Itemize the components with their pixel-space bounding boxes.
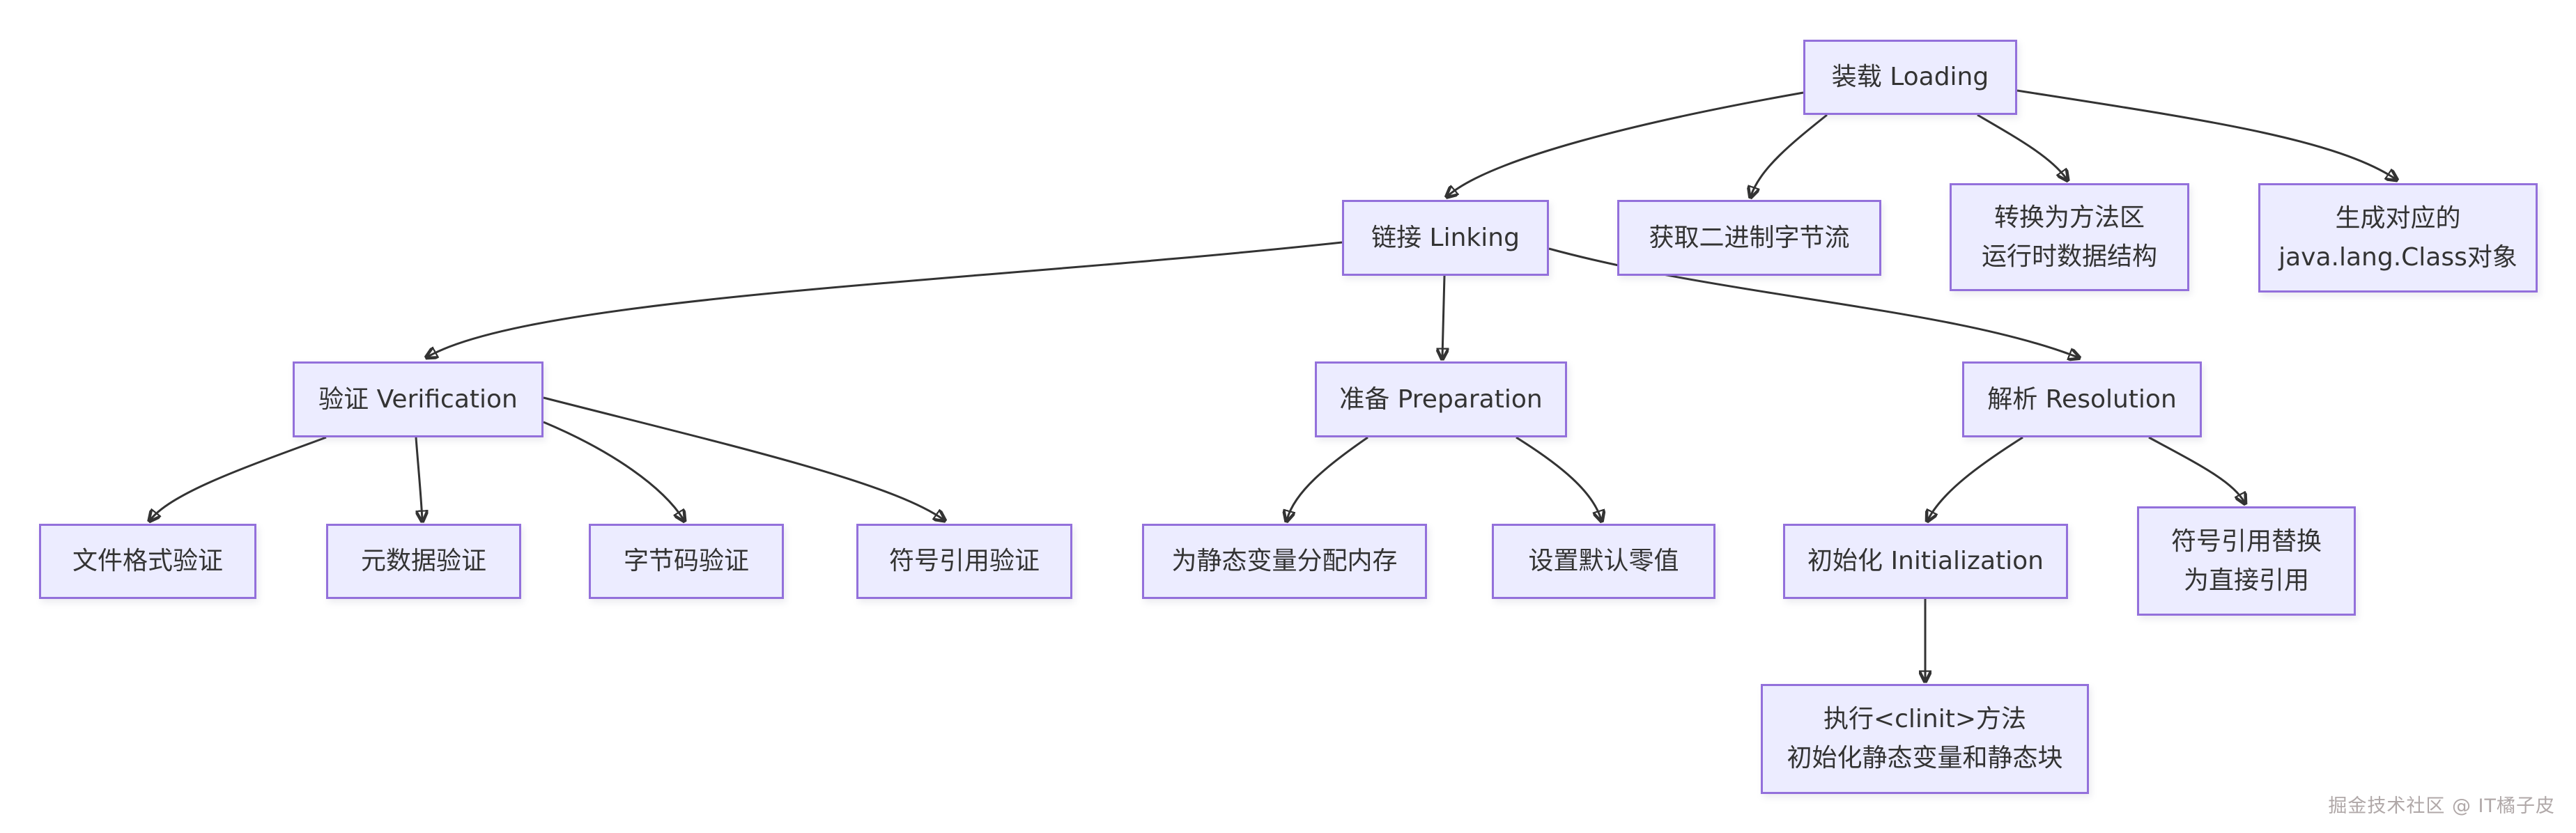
node-bytecode: 字节码验证: [589, 524, 784, 599]
node-label: 符号引用替换: [2170, 527, 2322, 556]
node-label: 准备 Preparation: [1339, 384, 1543, 414]
node-label: 验证 Verification: [318, 384, 518, 414]
edge-verification-bytecode: [543, 421, 684, 520]
node-clinit: 执行<clinit>方法 初始化静态变量和静态块: [1761, 684, 2089, 794]
node-gen-class: 生成对应的 java.lang.Class对象: [2258, 183, 2538, 293]
edge-verification-symbol-ref: [543, 396, 943, 520]
node-initialization: 初始化 Initialization: [1783, 524, 2068, 599]
edge-verification-metadata: [415, 437, 422, 520]
edge-linking-preparation: [1442, 275, 1444, 357]
node-label: java.lang.Class对象: [2278, 242, 2517, 272]
edge-resolution-symbol-replace: [2148, 436, 2244, 502]
node-label: 文件格式验证: [72, 547, 223, 576]
node-label: 获取二进制字节流: [1649, 223, 1850, 252]
node-preparation: 准备 Preparation: [1315, 361, 1567, 437]
node-label: 为静态变量分配内存: [1171, 547, 1398, 576]
node-label: 设置默认零值: [1528, 547, 1679, 576]
node-verification: 验证 Verification: [293, 361, 543, 437]
node-convert: 转换为方法区 运行时数据结构: [1950, 183, 2189, 291]
edge-preparation-default-zero: [1515, 436, 1601, 520]
edge-preparation-alloc-mem: [1287, 436, 1368, 520]
node-file-format: 文件格式验证: [39, 524, 256, 599]
node-label: 链接 Linking: [1371, 223, 1520, 252]
node-label: 初始化 Initialization: [1807, 547, 2044, 576]
node-label: 元数据验证: [360, 547, 486, 576]
node-resolution: 解析 Resolution: [1962, 361, 2202, 437]
node-label: 生成对应的: [2335, 203, 2461, 233]
edge-linking-verification: [428, 241, 1343, 357]
node-get-binary: 获取二进制字节流: [1617, 200, 1881, 276]
edge-loading-get-binary: [1751, 114, 1828, 196]
node-label: 转换为方法区: [1993, 203, 2145, 232]
edge-loading-convert: [1977, 114, 2067, 179]
node-label: 执行<clinit>方法: [1823, 705, 2027, 734]
node-label: 初始化静态变量和静态块: [1787, 744, 2063, 772]
node-label: 符号引用验证: [888, 547, 1040, 576]
edge-resolution-initialization: [1928, 436, 2023, 520]
node-label: 字节码验证: [623, 547, 749, 576]
edge-loading-gen-class: [2016, 89, 2396, 179]
node-loading: 装载 Loading: [1803, 40, 2017, 115]
edge-verification-file-format: [151, 436, 327, 520]
node-alloc-mem: 为静态变量分配内存: [1142, 524, 1427, 599]
node-linking: 链接 Linking: [1342, 200, 1549, 276]
edge-loading-linking: [1448, 91, 1804, 196]
node-label: 解析 Resolution: [1987, 384, 2177, 414]
node-label: 运行时数据结构: [1981, 242, 2157, 271]
node-symbol-ref: 符号引用验证: [856, 524, 1072, 599]
node-metadata: 元数据验证: [326, 524, 521, 599]
node-label: 为直接引用: [2183, 566, 2309, 595]
node-symbol-replace: 符号引用替换 为直接引用: [2137, 506, 2356, 616]
watermark-text: 掘金技术社区 @ IT橘子皮: [2328, 795, 2555, 817]
node-label: 装载 Loading: [1831, 63, 1989, 92]
node-default-zero: 设置默认零值: [1492, 524, 1715, 599]
